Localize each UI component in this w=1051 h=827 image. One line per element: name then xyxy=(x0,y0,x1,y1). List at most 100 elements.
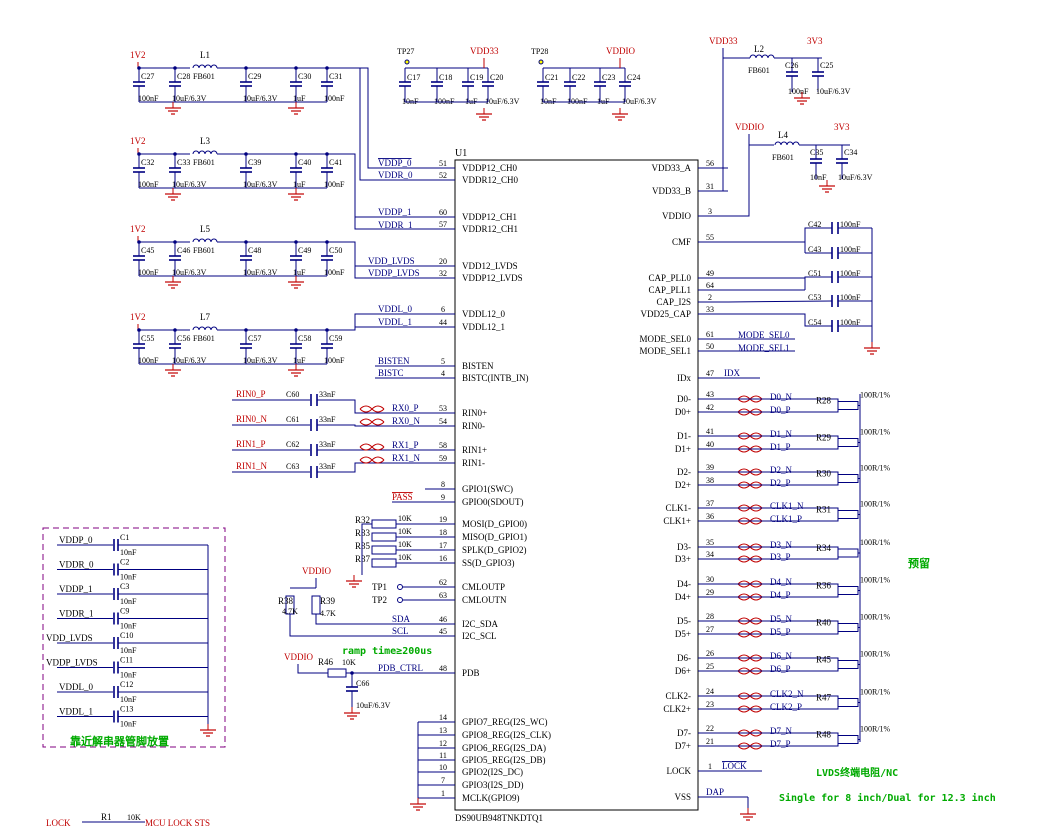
capacitor-c58 xyxy=(290,330,302,364)
ic-pin-name: VDD33_A xyxy=(652,163,692,173)
cap-ref: C41 xyxy=(329,158,342,167)
net-label: LOCK xyxy=(46,818,71,827)
capacitor xyxy=(594,68,606,102)
cmf-wire xyxy=(728,227,832,243)
cap-ref: C17 xyxy=(407,73,420,82)
net-label: RX1_N xyxy=(392,453,421,463)
ground-symbol xyxy=(346,575,362,588)
ic-pin-name: CMF xyxy=(672,237,691,247)
resistor-value: 4.7K xyxy=(320,609,336,618)
ic-pin-number: 49 xyxy=(706,269,714,278)
ic-pin-number: 39 xyxy=(706,463,714,472)
term-wire xyxy=(800,592,839,598)
cap-ref: C60 xyxy=(286,390,299,399)
decoupling-box xyxy=(42,527,226,748)
ic-pin-name: I2C_SDA xyxy=(462,619,499,629)
reserve-note: 预留 xyxy=(908,556,930,570)
resistor-ref: R48 xyxy=(816,730,832,740)
ground-symbol xyxy=(165,188,181,201)
ic-pin-number: 8 xyxy=(441,480,445,489)
termination-resistor xyxy=(837,510,859,519)
ic-pin-name: D6+ xyxy=(675,666,691,676)
ic-pin-name: VDDL12_1 xyxy=(462,322,505,332)
ic-pin-name: CAP_I2S xyxy=(656,297,691,307)
resistor-ref: R34 xyxy=(816,543,832,553)
ic-pin-number: 47 xyxy=(706,369,714,378)
resistor-ref: R35 xyxy=(355,541,371,551)
net-label: BISTEN xyxy=(378,356,410,366)
resistor-ref: R37 xyxy=(355,554,371,564)
ic-pin-name: SS(D_GPIO3) xyxy=(462,558,515,568)
ic-pin-number: 24 xyxy=(706,687,714,696)
ic-pin-number: 7 xyxy=(441,776,445,785)
net-label: VDDP_LVDS xyxy=(368,268,420,278)
test-point-ref: TP27 xyxy=(397,47,414,56)
spi-gnd-wire xyxy=(361,523,372,575)
inductor-part: FB601 xyxy=(193,72,215,81)
vdd1-route xyxy=(350,153,425,230)
vddr0-route xyxy=(359,68,425,181)
cap-ref: C53 xyxy=(808,293,821,302)
resistor-ref: R29 xyxy=(816,433,832,443)
cap-value: 100nF xyxy=(324,268,345,277)
ic-pin-number: 51 xyxy=(439,159,447,168)
net-label: MCU LOCK STS xyxy=(145,818,210,827)
input-net-label: RIN1_N xyxy=(236,461,267,471)
net-label: D1_P xyxy=(770,442,791,452)
cmf-capacitor xyxy=(831,222,839,234)
cap-value: 10nF xyxy=(120,597,137,606)
ic-pin-name: RIN0+ xyxy=(462,408,487,418)
cap-value: 100nF xyxy=(138,356,159,365)
capacitor xyxy=(399,68,411,102)
resistor-value: 10K xyxy=(127,813,141,822)
ground-symbol xyxy=(740,808,756,821)
cap-ref: C9 xyxy=(120,607,129,616)
termination-resistor xyxy=(837,474,859,483)
capacitor xyxy=(619,68,631,102)
ic-pin-name: D7- xyxy=(677,728,691,738)
cap-ref: C26 xyxy=(785,61,798,70)
power-rail-label: VDDIO xyxy=(302,566,331,576)
cmf-capacitor xyxy=(831,320,839,332)
inductor-part: FB601 xyxy=(193,334,215,343)
cap-ref: C40 xyxy=(298,158,311,167)
capacitor-c27 xyxy=(133,68,145,102)
capacitor-c59 xyxy=(321,330,333,364)
cap-value: 10uF/6.3V xyxy=(172,94,207,103)
resistor-value: 100R/1% xyxy=(860,500,891,509)
cap-value: 1uF xyxy=(293,94,306,103)
ic-pin-number: 34 xyxy=(706,550,714,559)
ac-coupling-cap xyxy=(310,419,318,431)
capacitor xyxy=(462,68,474,102)
vddio-wire xyxy=(728,134,750,217)
resistor-ref: R31 xyxy=(816,505,831,515)
capacitor-c50 xyxy=(321,242,333,276)
cap-ref: C34 xyxy=(844,148,857,157)
net-label: VDDP_1 xyxy=(59,584,93,594)
cap-ref: C22 xyxy=(572,73,585,82)
net-label: D2_N xyxy=(770,465,792,475)
cap-value: 100nF xyxy=(138,268,159,277)
ic-pin-number: 1 xyxy=(708,762,712,771)
cap-value: 33nF xyxy=(319,415,336,424)
cap-ref: C55 xyxy=(141,334,154,343)
cap-value: 10nF xyxy=(120,695,137,704)
net-label: MODE_SEL1 xyxy=(738,343,790,353)
net-label: PASS xyxy=(392,492,413,502)
cap-value: 10uF/6.3V xyxy=(622,97,657,106)
cap-ref: C49 xyxy=(298,246,311,255)
ic-pin-name: D4+ xyxy=(675,592,691,602)
ground-symbol xyxy=(165,364,181,377)
cap-ref: C21 xyxy=(545,73,558,82)
test-point-icon xyxy=(404,59,410,65)
ic-pin-number: 38 xyxy=(706,476,714,485)
ac-coupling-cap xyxy=(310,394,318,406)
ic-pin-number: 58 xyxy=(439,441,447,450)
ic-pin-number: 29 xyxy=(706,588,714,597)
ramp-note: ramp time≥200us xyxy=(342,645,432,657)
resistor-value: 100R/1% xyxy=(860,613,891,622)
term-wire xyxy=(800,704,839,710)
ic-pin-name: VDDIO xyxy=(662,211,691,221)
cap-ref: C61 xyxy=(286,415,299,424)
vdd33-wire xyxy=(722,48,728,169)
